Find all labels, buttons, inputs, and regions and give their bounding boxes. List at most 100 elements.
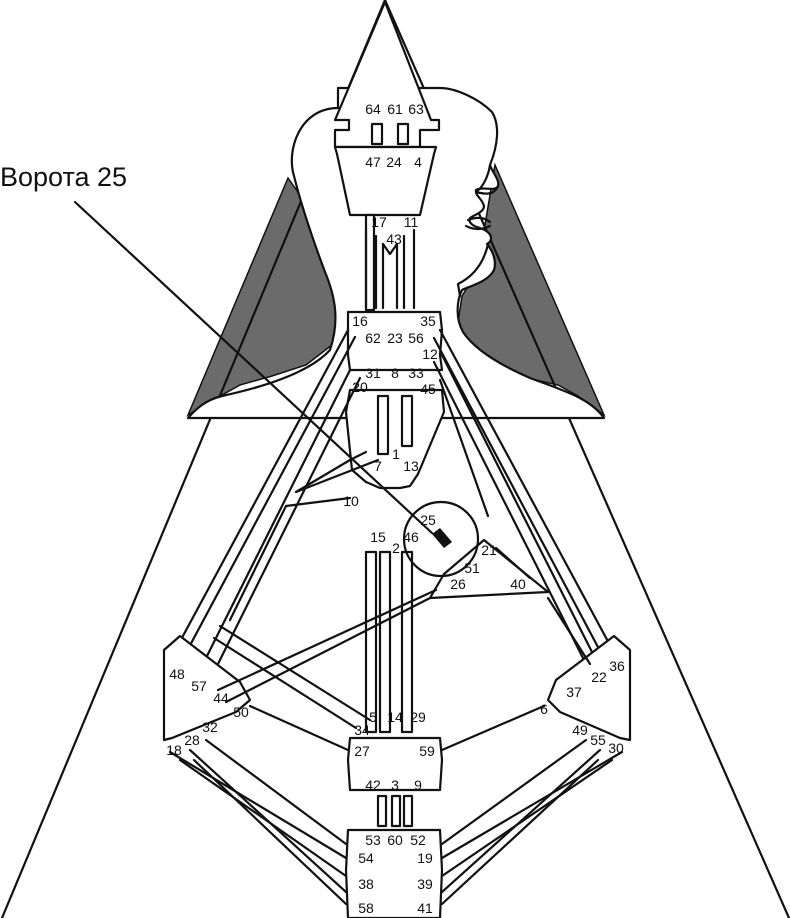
chin-outline (456, 242, 490, 298)
gate-48: 48 (169, 666, 185, 682)
gate-26: 26 (450, 576, 466, 592)
gate-52: 52 (410, 832, 426, 848)
gate-40: 40 (510, 576, 526, 592)
channel-46-29 (400, 550, 414, 734)
channel-10-57 (228, 504, 288, 622)
gate-49: 49 (572, 722, 588, 738)
channel-9-52 (402, 794, 414, 828)
channel-12-22-b (432, 360, 588, 666)
gate-36: 36 (609, 658, 625, 674)
gate-43: 43 (386, 231, 402, 247)
gate-64: 64 (365, 101, 381, 117)
channel-45-21 (438, 378, 490, 518)
gate-42: 42 (365, 777, 381, 793)
gate-34: 34 (354, 722, 370, 738)
gate-17: 17 (371, 214, 387, 230)
gate-32: 32 (202, 719, 218, 735)
channel-26-44-b (224, 596, 432, 704)
channel-20-57 (198, 368, 352, 672)
gate-14: 14 (387, 709, 403, 725)
gate-30: 30 (608, 740, 624, 756)
gate-13: 13 (403, 458, 419, 474)
callout-label: Ворота 25 (0, 162, 127, 192)
root-center (344, 828, 444, 918)
gate-56: 56 (408, 330, 424, 346)
channel-28-38 (188, 748, 348, 894)
channel-63-4 (396, 122, 410, 146)
channel-40-37 (546, 596, 592, 666)
channel-42-53 (376, 794, 388, 828)
channel-7-31 (294, 458, 380, 494)
gate-60: 60 (387, 832, 403, 848)
gate-19: 19 (417, 850, 433, 866)
gate-7: 7 (374, 458, 382, 474)
gate-33: 33 (408, 365, 424, 381)
gate-46: 46 (403, 529, 419, 545)
channel-30-41-b (440, 758, 614, 878)
gate-63: 63 (408, 101, 424, 117)
gate-23: 23 (387, 330, 403, 346)
gate-18: 18 (166, 742, 182, 758)
gate-47: 47 (365, 154, 381, 170)
gate-55: 55 (590, 732, 606, 748)
callout-circle (402, 500, 480, 578)
channel-20-57-b (210, 376, 362, 678)
channel-32-54 (204, 738, 348, 846)
channel-26-44 (216, 588, 438, 692)
ajna-center (333, 145, 438, 217)
gate-22: 22 (591, 669, 607, 685)
gate-45: 45 (420, 381, 436, 397)
gate-29: 29 (410, 709, 426, 725)
channel-12-22 (440, 353, 598, 662)
spleen-center (162, 634, 252, 742)
gate-12: 12 (422, 346, 438, 362)
gate-16: 16 (352, 313, 368, 329)
gate-62: 62 (365, 330, 381, 346)
channel-16-48 (168, 328, 350, 662)
gate-20: 20 (352, 379, 368, 395)
gate-11: 11 (404, 214, 419, 230)
gate-28: 28 (184, 732, 200, 748)
channel-35-36 (438, 328, 620, 662)
gate-39: 39 (417, 876, 433, 892)
callout-line (73, 200, 434, 535)
gate-9: 9 (414, 777, 422, 793)
channel-49-19 (440, 738, 588, 846)
channel-10-20 (294, 450, 368, 494)
channel-10-spleen (284, 496, 352, 508)
channel-16-48-b (178, 335, 357, 666)
gate-1: 1 (392, 446, 400, 462)
gate-15: 15 (370, 529, 386, 545)
gate-57: 57 (191, 678, 207, 694)
channel-3-60 (390, 794, 402, 828)
channel-15-5 (364, 550, 378, 734)
gate-58: 58 (358, 900, 374, 916)
gate-6: 6 (540, 701, 548, 717)
channel-21-45 (494, 546, 532, 580)
gate-59: 59 (419, 743, 435, 759)
gate-21: 21 (481, 542, 497, 558)
channel-61-24 (370, 122, 384, 146)
gate-3: 3 (391, 777, 399, 793)
gate-25: 25 (420, 512, 436, 528)
gate-4: 4 (414, 154, 422, 170)
gate-10: 10 (343, 493, 359, 509)
gate-2: 2 (392, 540, 400, 556)
channel-32-54-b (192, 758, 348, 906)
sacral-center (346, 736, 444, 792)
channel-57-34 (218, 624, 372, 722)
channel-33-13 (400, 394, 414, 448)
gate-31: 31 (365, 365, 381, 381)
gate-53: 53 (365, 832, 381, 848)
channel-43-arrow (381, 242, 399, 256)
gate-54: 54 (358, 850, 374, 866)
channel-6-59 (440, 704, 546, 752)
channel-8-1 (376, 394, 390, 456)
channel-18-58 (168, 750, 348, 860)
channel-18-58-b (178, 758, 348, 878)
gate-37: 37 (566, 684, 582, 700)
gate-8: 8 (391, 365, 399, 381)
gate-50: 50 (233, 704, 249, 720)
channel-30-41 (440, 750, 624, 860)
